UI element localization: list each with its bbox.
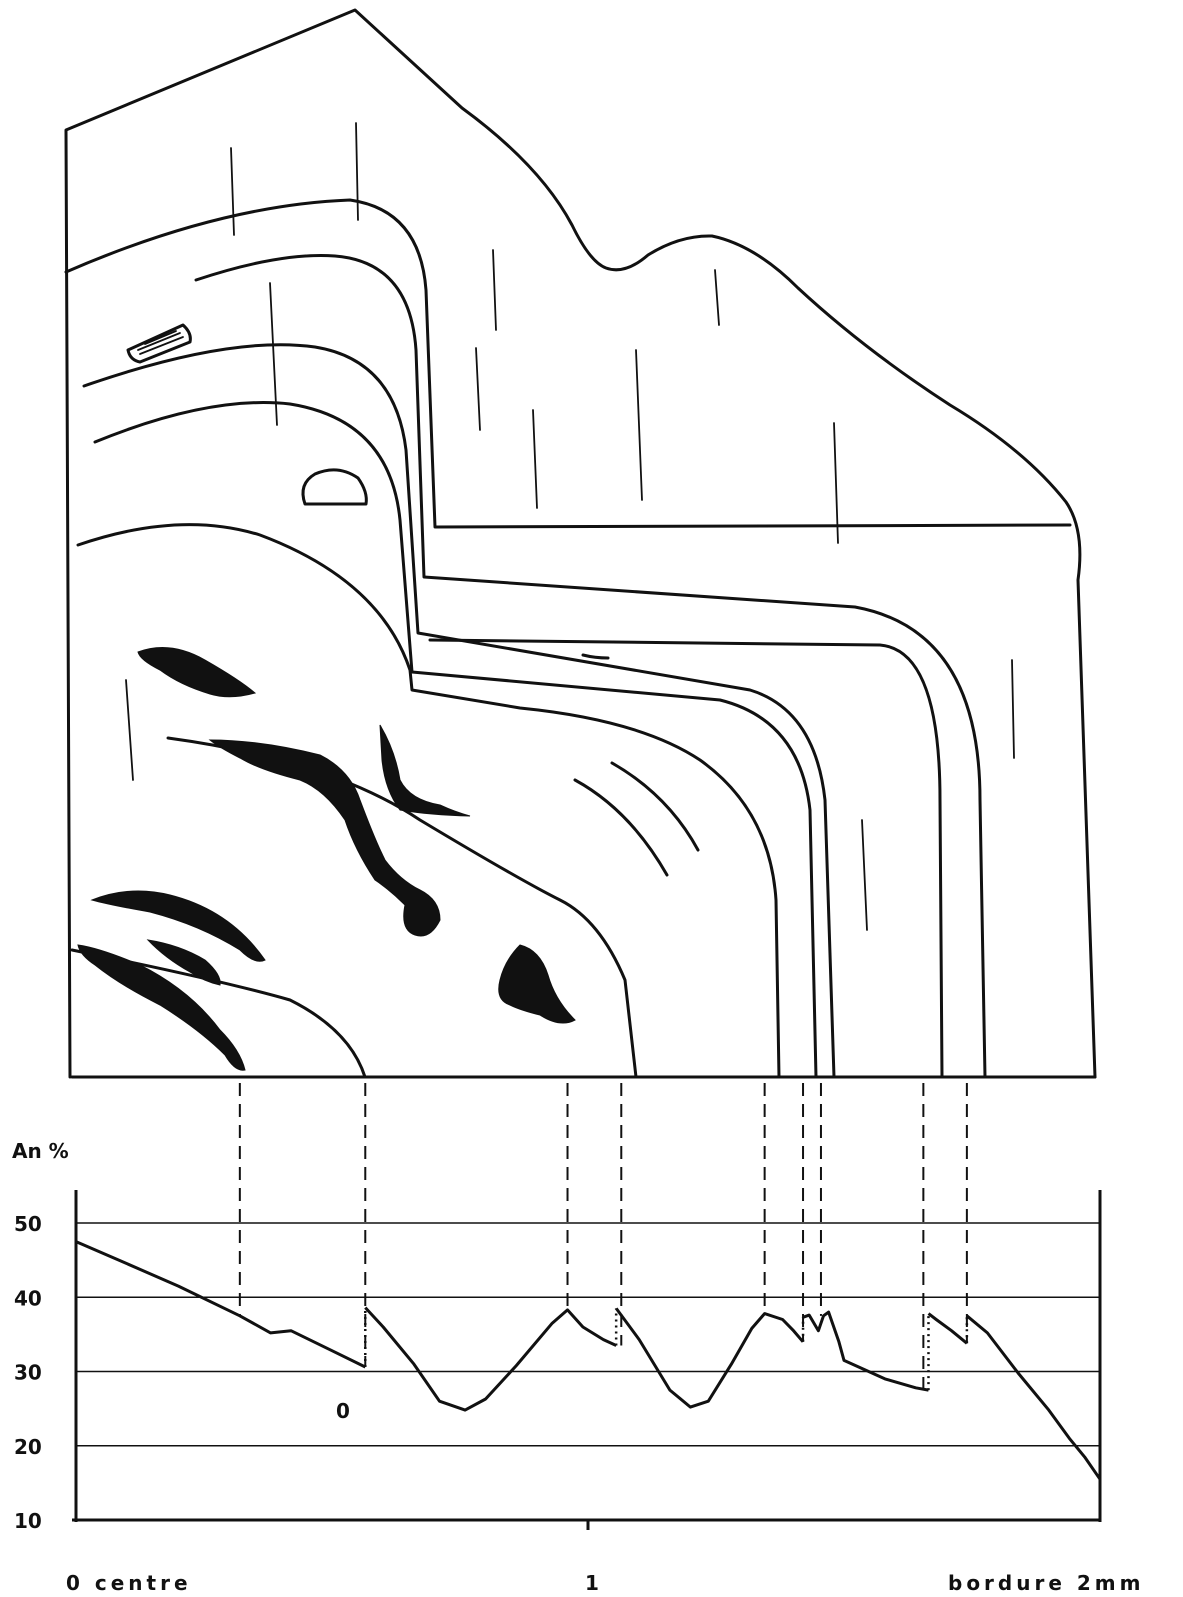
tabular-inclusion-hatch	[137, 330, 184, 355]
inclusion-2	[208, 739, 441, 937]
inclusion-4	[498, 944, 576, 1024]
inclusion-1	[137, 647, 257, 698]
crystal-sketch	[64, 8, 1097, 1079]
anorthite-profile-chart: 10 20 30 40 50 An % 0 0 centre 1 bordure 2mm	[12, 1083, 1144, 1595]
profile-segment-2	[364, 1306, 617, 1412]
zone-line-6	[76, 523, 781, 1079]
profile-segment-6	[965, 1314, 1102, 1481]
zone-line-8	[70, 948, 367, 1079]
composition-profile	[75, 1240, 1102, 1481]
rounded-inclusion	[301, 468, 368, 506]
grid-lines	[76, 1222, 1100, 1447]
y-tick-30: 30	[14, 1361, 42, 1385]
zone-line-5	[428, 638, 944, 1079]
composition-jumps	[364, 1307, 969, 1391]
inclusion-5	[90, 890, 266, 962]
curved-streak-3	[581, 653, 610, 660]
y-tick-labels: 10 20 30 40 50	[14, 1212, 42, 1533]
y-tick-10: 10	[14, 1509, 42, 1533]
profile-segment-1	[75, 1240, 366, 1369]
inclusion-7	[146, 939, 221, 986]
zero-marker: 0	[336, 1399, 350, 1423]
zone-line-1	[64, 198, 1072, 529]
x-label-centre: 0 centre	[66, 1571, 192, 1595]
y-tick-50: 50	[14, 1212, 42, 1236]
zone-line-4	[93, 401, 818, 1079]
x-label-one: 1	[585, 1571, 603, 1595]
profile-segment-5	[927, 1312, 968, 1345]
y-tick-40: 40	[14, 1286, 42, 1310]
profile-segment-4	[802, 1310, 929, 1392]
zone-line-2	[194, 254, 987, 1079]
x-label-rim: bordure 2mm	[948, 1571, 1144, 1595]
chart-axes	[72, 1190, 1102, 1530]
profile-segment-3	[614, 1307, 805, 1409]
y-tick-20: 20	[14, 1435, 42, 1459]
zone-correlation-lines	[238, 1083, 968, 1391]
crystal-outline	[64, 8, 1097, 1079]
cleavage-traces	[125, 122, 1015, 931]
y-axis-label: An %	[12, 1139, 69, 1163]
tabular-inclusion	[126, 323, 192, 364]
zone-line-3	[82, 343, 836, 1079]
inclusion-6	[77, 944, 246, 1071]
inclusion-3	[379, 724, 471, 817]
curved-streak-2	[610, 761, 700, 852]
curved-streak-1	[573, 778, 669, 877]
